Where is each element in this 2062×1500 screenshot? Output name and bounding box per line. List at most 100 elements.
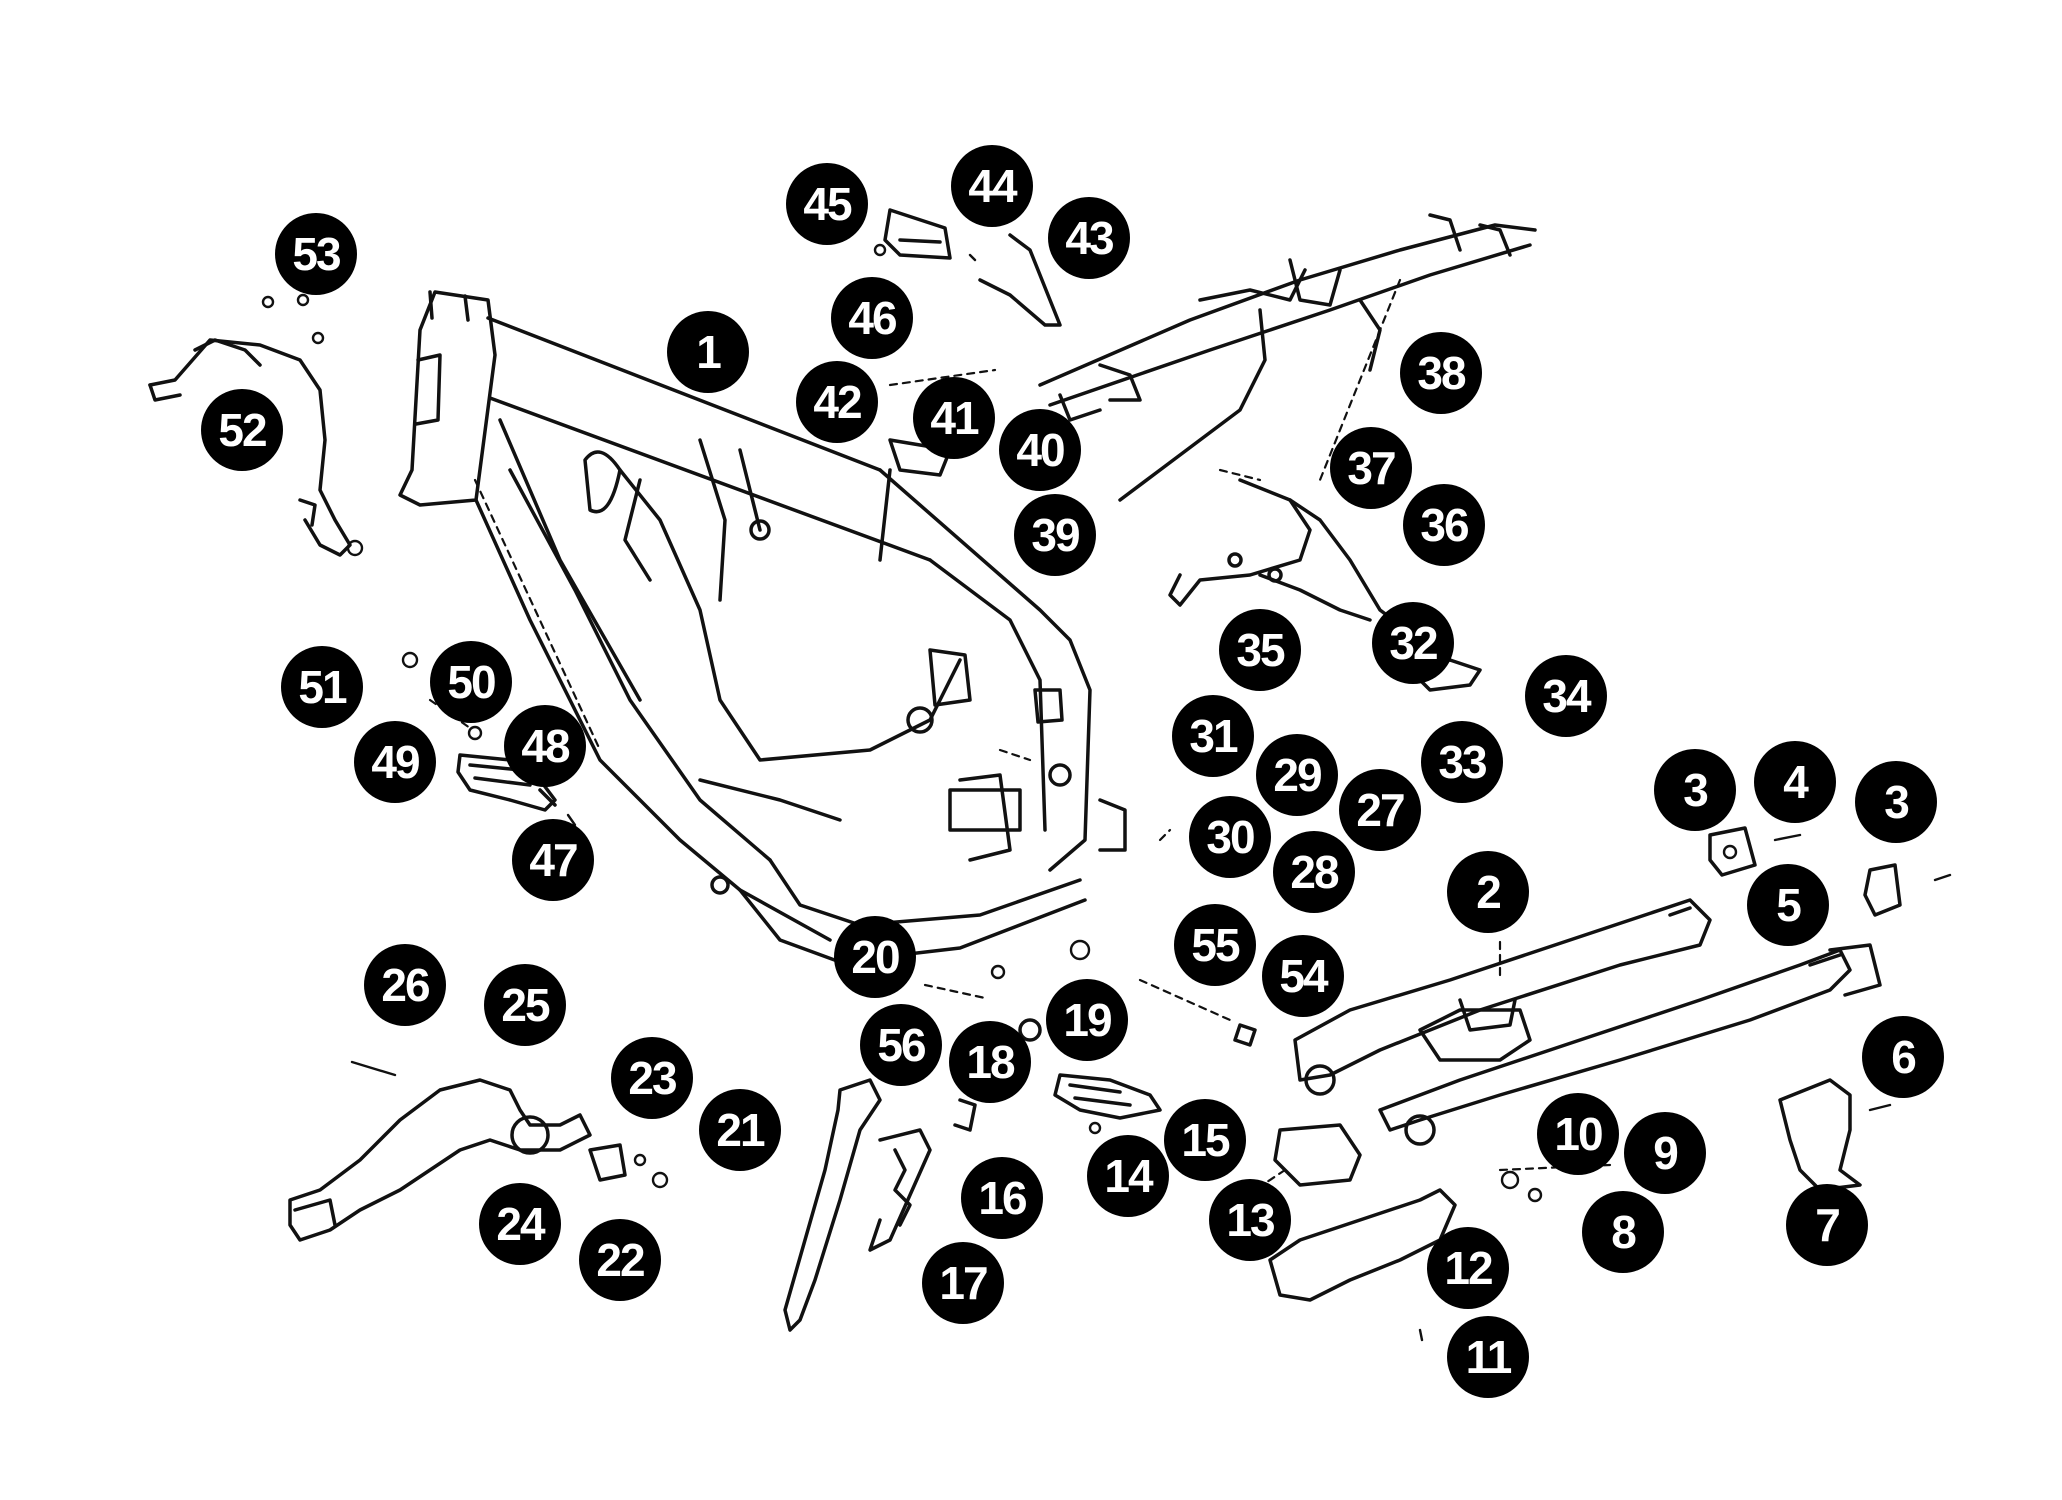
callout-4: 4 (1754, 741, 1836, 823)
callout-circle (699, 1089, 781, 1171)
top-bracket-drawing (873, 208, 1062, 387)
callout-label: 5 (1776, 879, 1801, 931)
callout-circle (949, 1021, 1031, 1103)
callout-circle (484, 964, 566, 1046)
callout-circle (1046, 979, 1128, 1061)
callout-3: 3 (1855, 761, 1937, 843)
callout-label: 16 (978, 1172, 1026, 1224)
callout-label: 39 (1031, 509, 1079, 561)
callout-label: 12 (1444, 1242, 1492, 1294)
callout-circle (1427, 1227, 1509, 1309)
callout-6: 6 (1862, 1016, 1944, 1098)
callout-circle (1273, 831, 1355, 913)
callout-circle (1174, 904, 1256, 986)
callout-7: 7 (1786, 1184, 1868, 1266)
callout-label: 11 (1466, 1331, 1512, 1383)
callout-label: 6 (1891, 1031, 1915, 1083)
callout-label: 19 (1063, 994, 1111, 1046)
callout-circle (796, 361, 878, 443)
callout-circle (275, 213, 357, 295)
callout-label: 13 (1226, 1194, 1274, 1246)
callout-circle (512, 819, 594, 901)
callout-label: 30 (1206, 811, 1254, 863)
callout-circle (1654, 749, 1736, 831)
callout-2: 2 (1447, 851, 1529, 933)
callout-circle (999, 409, 1081, 491)
callout-label: 28 (1290, 846, 1339, 898)
callout-43: 43 (1048, 197, 1130, 279)
callout-18: 18 (949, 1021, 1031, 1103)
callout-label: 49 (371, 736, 419, 788)
callout-circle (667, 311, 749, 393)
callout-36: 36 (1403, 484, 1485, 566)
callout-41: 41 (913, 377, 995, 459)
callout-label: 25 (501, 979, 550, 1031)
callout-14: 14 (1087, 1135, 1169, 1217)
callout-label: 22 (596, 1234, 644, 1286)
callout-circle (922, 1242, 1004, 1324)
callout-label: 24 (496, 1198, 546, 1250)
callout-circle (1219, 609, 1301, 691)
callout-3: 3 (1654, 749, 1736, 831)
callout-8: 8 (1582, 1191, 1664, 1273)
callout-circle (1087, 1135, 1169, 1217)
callout-circle (479, 1183, 561, 1265)
callout-label: 3 (1884, 776, 1908, 828)
callout-23: 23 (611, 1037, 693, 1119)
callout-33: 33 (1421, 721, 1503, 803)
callout-label: 1 (696, 326, 721, 378)
chain-slider-drawing (1268, 1123, 1543, 1342)
callout-5: 5 (1747, 864, 1829, 946)
callout-circle (579, 1219, 661, 1301)
callout-48: 48 (504, 705, 586, 787)
callout-label: 15 (1181, 1114, 1230, 1166)
callout-label: 10 (1554, 1108, 1602, 1160)
callout-circle (1525, 655, 1607, 737)
callout-circle (1048, 197, 1130, 279)
callout-label: 56 (877, 1019, 925, 1071)
callout-circle (1862, 1016, 1944, 1098)
callout-label: 38 (1417, 347, 1466, 399)
callout-37: 37 (1330, 427, 1412, 509)
brake-pedal-drawing (288, 1060, 669, 1242)
callout-circle (611, 1037, 693, 1119)
callout-circle (1339, 769, 1421, 851)
chain-guard-drawing (1778, 1078, 1892, 1192)
rear-subframe-drawing (1038, 213, 1537, 502)
callout-51: 51 (281, 646, 363, 728)
callout-circle (354, 721, 436, 803)
callout-34: 34 (1525, 655, 1607, 737)
callout-circle (1624, 1112, 1706, 1194)
callout-29: 29 (1256, 734, 1338, 816)
callout-circle (1014, 494, 1096, 576)
callout-15: 15 (1164, 1099, 1246, 1181)
callout-20: 20 (834, 916, 916, 998)
callout-circle (1189, 796, 1271, 878)
callout-label: 20 (851, 931, 899, 983)
callout-53: 53 (275, 213, 357, 295)
callout-39: 39 (1014, 494, 1096, 576)
callout-circle (1855, 761, 1937, 843)
callout-32: 32 (1372, 602, 1454, 684)
callout-label: 7 (1815, 1199, 1839, 1251)
callout-label: 52 (218, 404, 266, 456)
headlight-bracket-drawing (148, 293, 364, 557)
callout-label: 8 (1611, 1206, 1636, 1258)
callout-label: 45 (803, 178, 852, 230)
callout-circle (1403, 484, 1485, 566)
callout-13: 13 (1209, 1179, 1291, 1261)
callout-circle (951, 145, 1033, 227)
callout-circle (860, 1004, 942, 1086)
callout-circle (364, 944, 446, 1026)
callout-label: 37 (1347, 442, 1395, 494)
callout-label: 27 (1356, 784, 1404, 836)
callout-circle (201, 389, 283, 471)
callout-circle (504, 705, 586, 787)
callout-17: 17 (922, 1242, 1004, 1324)
callout-44: 44 (951, 145, 1033, 227)
callout-55: 55 (1174, 904, 1256, 986)
chain-adjusters-drawing (1708, 826, 1952, 917)
callout-11: 11 (1447, 1316, 1529, 1398)
callout-label: 54 (1279, 950, 1329, 1002)
